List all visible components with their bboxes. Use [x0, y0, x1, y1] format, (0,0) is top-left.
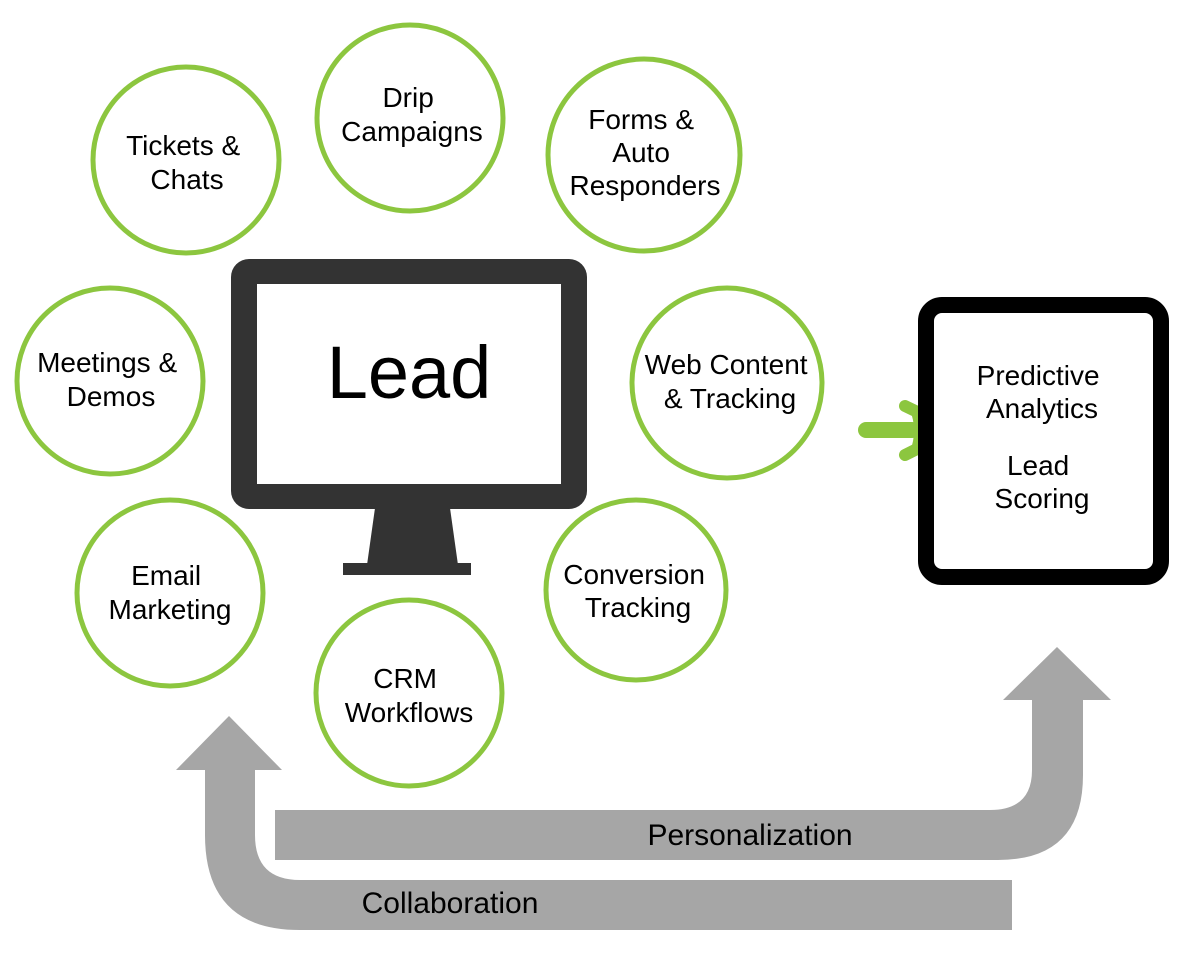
collaboration-label: Collaboration	[362, 887, 539, 920]
personalization-label: Personalization	[647, 819, 852, 852]
bubble-drip-campaigns: Drip Campaigns	[314, 22, 506, 214]
bubble-label: Forms & Auto Responders	[570, 104, 721, 201]
bubble-label: Email Marketing	[109, 560, 232, 625]
tablet-frame	[918, 297, 1169, 585]
monitor-screen	[257, 284, 561, 484]
bubble-meetings-demos: Meetings & Demos	[14, 285, 206, 477]
lead-label: Lead	[327, 331, 492, 414]
bubble-label: CRM Workflows	[345, 663, 474, 728]
monitor: Lead	[231, 259, 587, 575]
tablet: Predictive Analytics Lead Scoring	[918, 297, 1169, 585]
monitor-base	[343, 563, 471, 575]
bubble-label: Conversion Tracking	[563, 559, 712, 623]
tablet-predictive-analytics: Predictive Analytics	[977, 360, 1108, 424]
bubble-tickets-chats: Tickets & Chats	[90, 64, 282, 256]
bubble-forms-auto-responders: Forms & Auto Responders	[545, 56, 743, 254]
bubble-crm-workflows: CRM Workflows	[313, 597, 505, 789]
collaboration-arrow: Collaboration	[176, 716, 1012, 930]
bubble-label: Meetings & Demos	[37, 347, 185, 412]
bubble-email-marketing: Email Marketing	[74, 497, 266, 689]
bubble-web-content-tracking: Web Content & Tracking	[629, 285, 825, 481]
bubble-label: Drip Campaigns	[341, 82, 483, 147]
bubble-label: Web Content & Tracking	[645, 349, 816, 414]
monitor-stand	[367, 508, 458, 565]
bubble-conversion-tracking: Conversion Tracking	[543, 497, 729, 683]
tablet-lead-scoring: Lead Scoring	[995, 450, 1090, 514]
bubble-label: Tickets & Chats	[126, 130, 248, 195]
personalization-arrow: Personalization	[275, 647, 1111, 860]
